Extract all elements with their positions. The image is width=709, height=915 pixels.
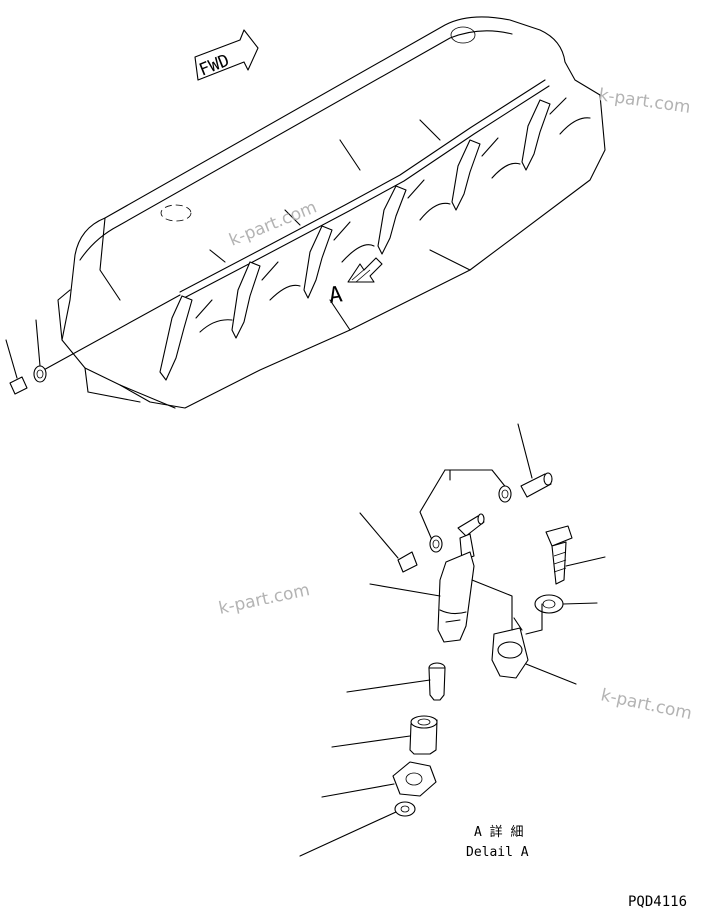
view-marker-label: A <box>327 282 344 309</box>
plug-part-detail <box>359 512 418 573</box>
clip-part-right <box>498 485 512 503</box>
injector-body <box>369 551 475 643</box>
clip-part-detail <box>429 535 443 553</box>
watermark: k-part.com <box>597 85 691 118</box>
washer <box>534 594 598 614</box>
fwd-arrow <box>194 29 259 81</box>
seal-ring <box>299 801 416 857</box>
bolt <box>545 525 606 585</box>
banjo-fitting <box>457 513 485 561</box>
injector-row <box>159 97 591 381</box>
cylinder-head-cover <box>57 16 606 409</box>
clip-part-left <box>33 319 47 383</box>
detail-leader-bracket <box>419 469 509 541</box>
sleeve-nut <box>331 715 438 755</box>
watermark: k-part.com <box>599 685 694 724</box>
nozzle <box>346 662 446 701</box>
watermark: k-part.com <box>217 580 312 619</box>
detail-title-jp: A 詳 細 <box>474 824 523 840</box>
plug-part-left <box>5 339 28 395</box>
view-arrow-a <box>347 257 383 283</box>
gasket-plate <box>321 761 437 798</box>
drawing-code: PQD4116 <box>628 894 687 910</box>
injector-holder-bracket <box>471 579 577 685</box>
detail-title-en: Delail A <box>466 845 529 860</box>
hose-part <box>517 423 553 498</box>
